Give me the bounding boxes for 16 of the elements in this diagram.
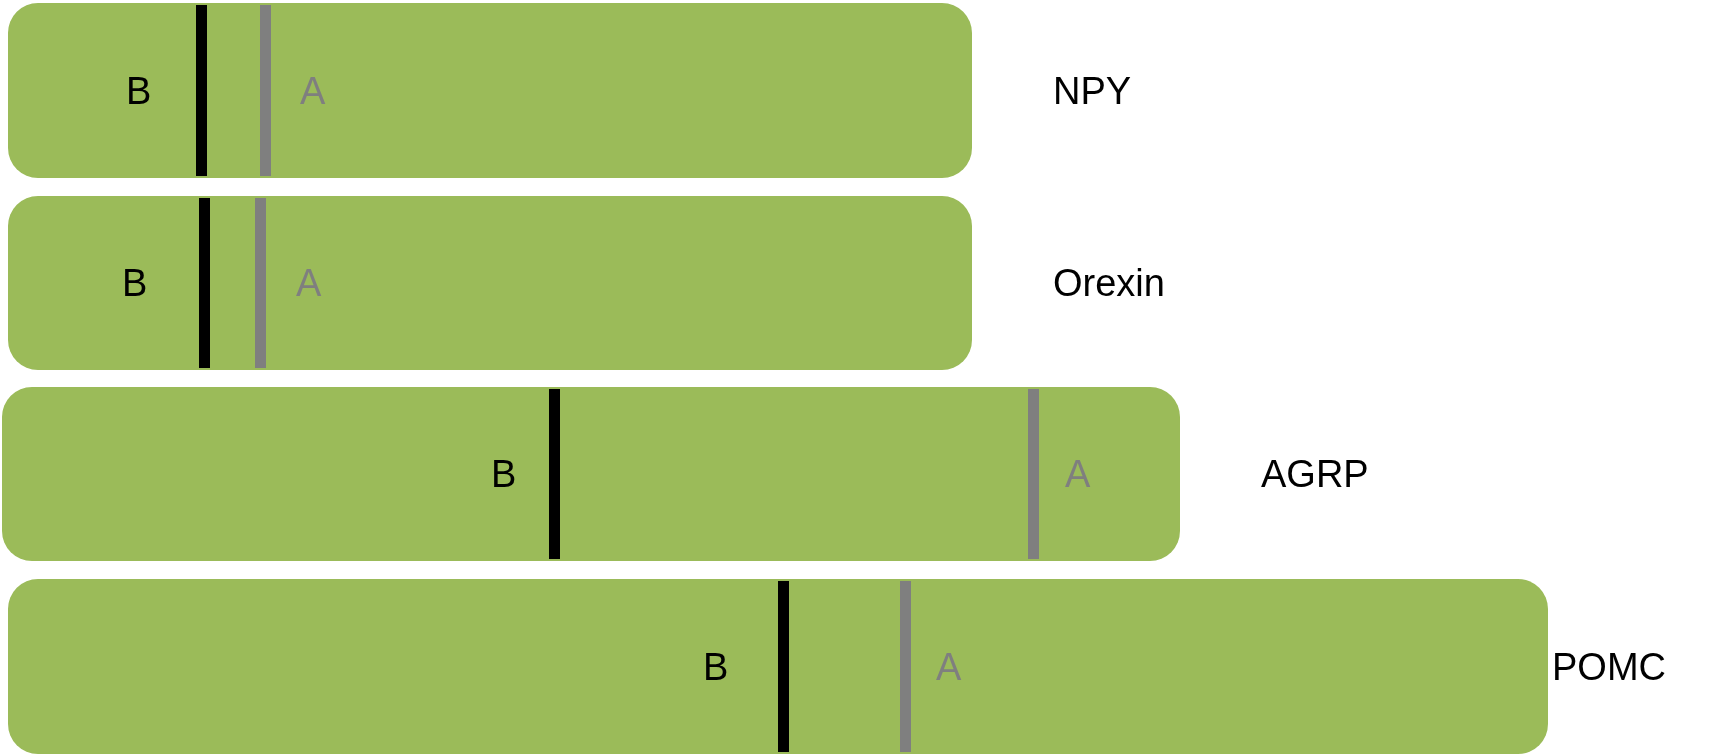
site-label: B [126,70,152,111]
gene-bar [8,579,1548,754]
site-label: A [296,263,322,303]
gene-name: NPY [1053,70,1132,111]
site-label: A [300,70,326,111]
gene-name: AGRP [1261,454,1369,494]
site-label: B [122,263,148,303]
gene-bar [2,387,1180,561]
site-label: B [703,646,729,687]
site-label: A [936,646,962,687]
gene-bar [8,3,972,178]
gene-bar [8,196,972,370]
gene-name: Orexin [1053,263,1165,303]
gene-name: POMC [1552,646,1666,687]
site-label: A [1065,454,1091,494]
site-label: B [491,454,517,494]
